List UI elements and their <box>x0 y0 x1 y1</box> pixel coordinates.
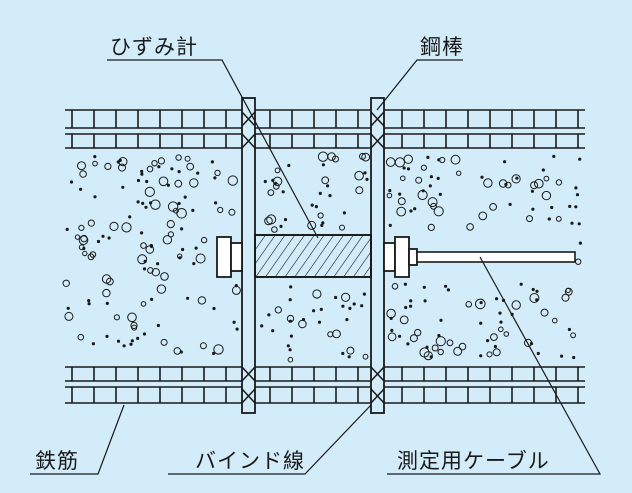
strain-gauge-body <box>254 234 372 278</box>
leader-lines <box>30 59 602 475</box>
steel-rod-label: 鋼棒 <box>420 35 464 59</box>
bottom-rebar <box>65 366 585 404</box>
strain-gauge-right-flange <box>394 236 410 278</box>
strain-gauge-left-flange <box>216 236 232 278</box>
strain-gauge <box>216 234 418 278</box>
measurement-cable <box>416 251 576 263</box>
rebar-label: 鉄筋 <box>35 449 79 473</box>
measurement-cable-label: 測定用ケーブル <box>397 449 550 473</box>
strain-gauge-label: ひずみ計 <box>110 35 198 59</box>
rebar-leader <box>30 404 125 475</box>
binding-wire-marks <box>241 111 385 404</box>
top-rebar <box>65 109 585 149</box>
concrete-aggregate <box>62 151 583 363</box>
binding-wire-leader <box>168 404 372 475</box>
strain-gauge-leader <box>107 59 319 239</box>
steel-rod-leader <box>376 59 463 111</box>
cable-leader <box>387 256 602 475</box>
binding-wire-label: バインド線 <box>195 449 305 473</box>
